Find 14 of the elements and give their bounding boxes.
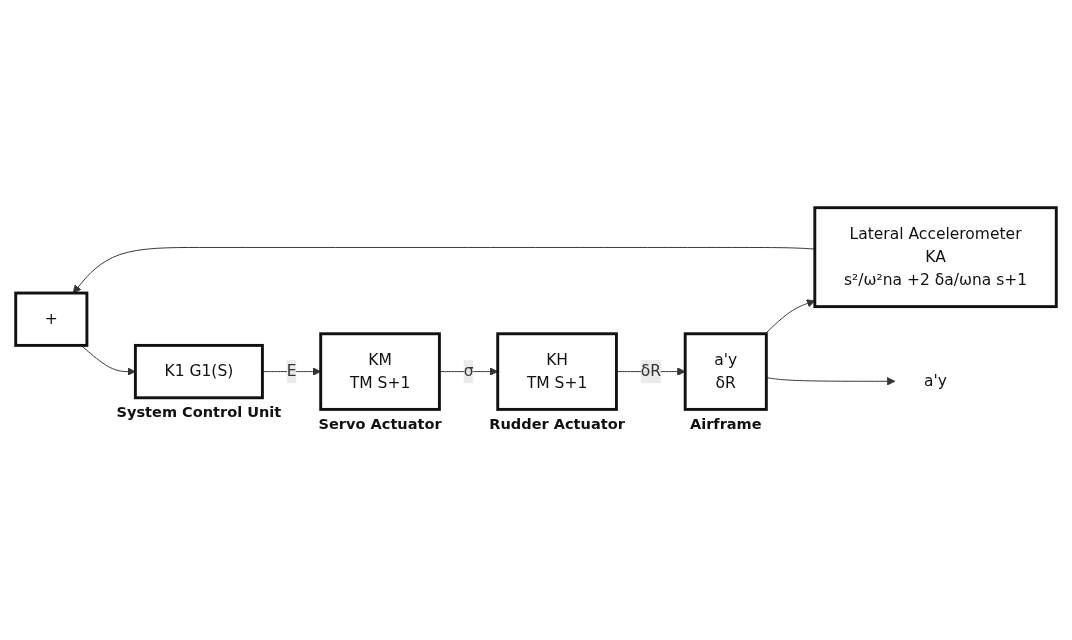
block-caption: Airframe	[689, 416, 762, 433]
node-box: +	[14, 291, 89, 348]
node-box: Lateral Accelerometer KA s²/ω²na +2 δa/ωna s+1	[813, 206, 1058, 309]
node-text: a'y	[924, 371, 948, 391]
node-box: a'y δR	[683, 332, 768, 412]
block-caption: Servo Actuator	[318, 416, 442, 433]
node-box: KH TM S+1	[496, 332, 618, 412]
block-caption: System Control Unit	[116, 404, 282, 421]
edge-label: δR	[640, 362, 661, 381]
edge-label: σ	[463, 362, 474, 381]
edge-label: E	[286, 362, 297, 381]
node-box: KM TM S+1	[319, 332, 441, 412]
block-caption: Rudder Actuator	[489, 416, 625, 433]
node-box: K1 G1(S)	[133, 344, 264, 400]
